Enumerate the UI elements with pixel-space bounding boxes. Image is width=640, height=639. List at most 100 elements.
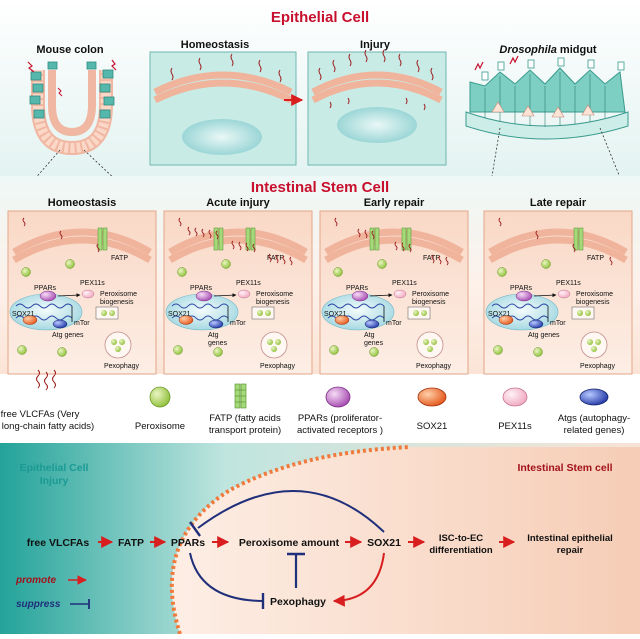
promote-sox21-pexophagy <box>332 552 385 607</box>
vlcfa-mark <box>408 243 412 253</box>
vlcfa-mark <box>22 217 26 227</box>
cell-membrane-inner <box>12 236 152 264</box>
legend-ppars-line2: activated receptors ) <box>297 425 383 436</box>
dna-strand <box>491 303 549 309</box>
ppars-icon <box>351 290 369 302</box>
vlcfa-mark <box>268 253 272 263</box>
fatp-transporter <box>102 227 108 251</box>
atg-label-line2: genes <box>364 340 384 347</box>
peroxisome <box>213 347 223 357</box>
pexophagy-label: Pexophagy <box>416 363 452 370</box>
vlcfa-mark <box>572 243 576 253</box>
pex11s-label: PEX11s <box>556 280 581 287</box>
fatp-transporter <box>578 227 584 251</box>
atg-label: Atg genes <box>528 332 560 339</box>
isc-panel-2: FATPPPARsPEX11sPeroxisomebiogenesisSOX21… <box>163 210 313 375</box>
injury-top-label: Injury <box>360 39 391 51</box>
peroxisome <box>541 259 551 269</box>
ppars-pex11s-arrow <box>533 293 557 298</box>
autophagosome <box>416 331 444 359</box>
pexophagy-peroxisome <box>119 339 125 345</box>
autophagosome <box>260 331 288 359</box>
fatp-transporter <box>369 227 375 251</box>
atg-icon <box>364 319 380 329</box>
vlcfa-mark <box>187 226 191 236</box>
peroxisome <box>369 347 379 357</box>
epithelial-cell-title: Epithelial Cell <box>271 9 369 26</box>
legend-sox21-label: SOX21 <box>417 421 448 432</box>
flow-isc-ec-line2: differentiation <box>429 545 493 556</box>
fatp-transporter <box>213 227 219 251</box>
peroxisome <box>57 347 67 357</box>
peroxisome <box>65 259 75 269</box>
vlcfa-mark <box>357 228 361 238</box>
peroxisome <box>497 267 507 277</box>
vlcfa-mark <box>245 242 249 252</box>
pexophagy-label: Pexophagy <box>104 363 140 370</box>
isc-region-label: Intestinal Stem cell <box>517 462 612 474</box>
biogenesis-peroxisome <box>413 310 419 316</box>
fatp-label: FATP <box>423 255 440 262</box>
atg-icon <box>528 319 544 329</box>
vlcfa-mark <box>275 254 279 264</box>
vlcfa-mark <box>238 241 242 251</box>
homeostasis-cell-box <box>149 51 297 166</box>
ppars-label: PPARs <box>346 285 369 292</box>
pexophagy-peroxisome <box>423 339 429 345</box>
atg-label: Atg <box>364 332 375 339</box>
vlcfa-mark <box>59 230 63 240</box>
ppars-label: PPARs <box>510 285 533 292</box>
sox21-icon <box>178 315 194 325</box>
peroxisome-biogenesis-line2: biogenesis <box>100 299 134 306</box>
pexophagy-peroxisome <box>427 346 433 352</box>
peroxisome-biogenesis-line1: Peroxisome <box>412 291 449 298</box>
fatp-transporter <box>250 227 256 251</box>
isc-panels: FATPPPARsPEX11sPeroxisomebiogenesisSOX21… <box>7 197 633 375</box>
fatp-transporter <box>406 227 412 251</box>
epi-injury-line1: Epithelial Cell <box>20 462 89 474</box>
drosophila-midgut-illustration <box>465 55 629 140</box>
peroxisome <box>21 267 31 277</box>
legend-atgs-line2: related genes) <box>564 425 625 436</box>
peroxisome <box>329 345 339 355</box>
cell-membrane-outer <box>488 228 628 256</box>
vlcfa-mark <box>371 230 375 240</box>
pex11s-label: PEX11s <box>392 280 417 287</box>
cell-membrane-inner <box>488 236 628 264</box>
flow-pexophagy: Pexophagy <box>270 596 326 608</box>
inhibit-bar-ppars <box>189 521 201 537</box>
isc-title: Intestinal Stem Cell <box>251 179 389 196</box>
vlcfa-mark <box>252 243 256 253</box>
fatp-label: FATP <box>111 255 128 262</box>
drosophila-italic: Drosophila <box>499 44 556 56</box>
peroxisome <box>377 259 387 269</box>
injury-cell-box <box>307 49 447 166</box>
legend-pex11s-icon <box>502 387 528 407</box>
inhibit-sox21-ppars <box>197 490 385 533</box>
midgut-text: midgut <box>557 44 597 56</box>
peroxisome <box>177 267 187 277</box>
sox21-icon <box>22 315 38 325</box>
isc-boundary <box>169 445 411 635</box>
isc-panel-3: FATPPPARsPEX11sPeroxisomebiogenesisSOX21… <box>319 210 469 375</box>
flow-repair-line2: repair <box>557 545 584 556</box>
biogenesis-peroxisome <box>265 310 271 316</box>
drosophila-midgut-label: Drosophila midgut <box>499 44 597 56</box>
pex11s-icon <box>81 289 95 299</box>
vlcfa-mark <box>364 229 368 239</box>
ppars-pex11s-arrow <box>369 293 393 298</box>
autophagosome <box>104 331 132 359</box>
pexophagy-peroxisome <box>595 339 601 345</box>
vlcfa-mark <box>334 217 338 227</box>
vlcfa-mark <box>401 242 405 252</box>
ppars-label: PPARs <box>34 285 57 292</box>
cell-membrane-outer <box>168 228 308 256</box>
pexophagy-peroxisome <box>591 346 597 352</box>
isc-stage-label: Early repair <box>364 197 425 209</box>
peroxisome <box>333 267 343 277</box>
legend-fatp-icon <box>234 383 247 409</box>
pexophagy-peroxisome <box>267 339 273 345</box>
key-suppress-label: suppress <box>16 599 61 610</box>
biogenesis-peroxisome <box>585 310 591 316</box>
